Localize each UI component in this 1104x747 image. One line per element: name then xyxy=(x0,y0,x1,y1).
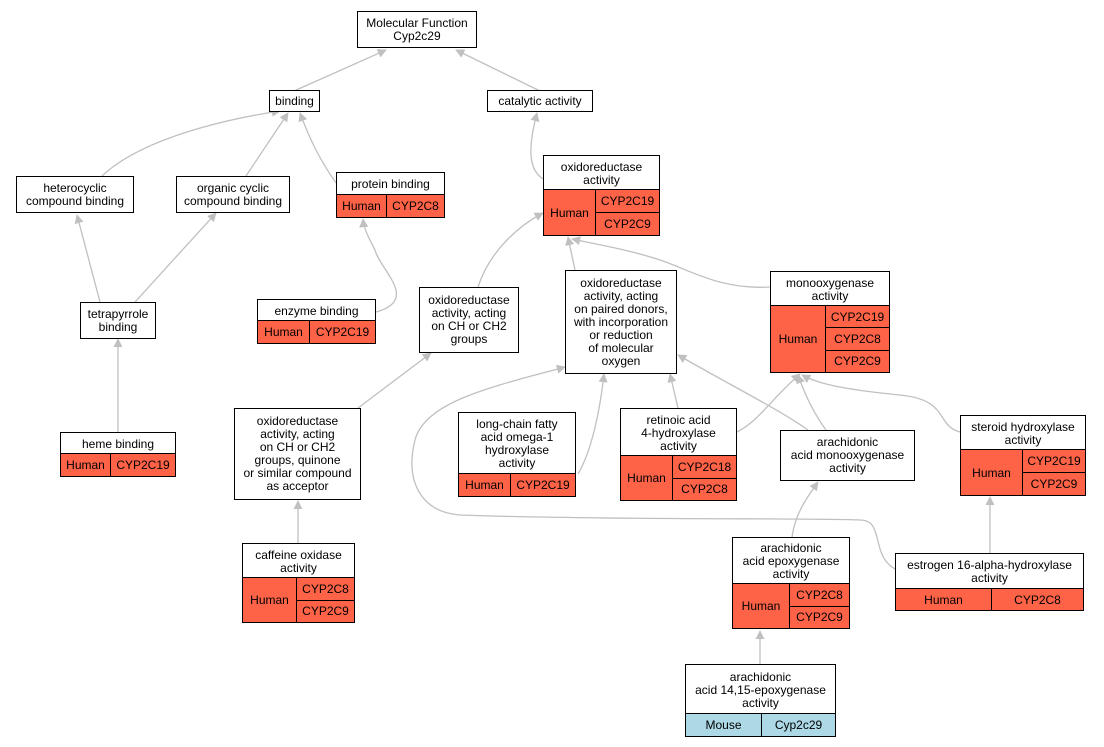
edge-arachmono-oxpaired xyxy=(677,354,809,431)
gene-cell: CYP2C9 xyxy=(826,349,889,372)
species-cell: Human xyxy=(243,578,297,622)
node-protein-binding-label: protein binding xyxy=(351,177,430,191)
species-cell: Human xyxy=(896,589,992,610)
edge-arachepox-arachmono xyxy=(791,481,819,538)
node-oxidoreductase-quinone-label: oxidoreductase activity, acting on CH or… xyxy=(243,414,352,493)
node-organic-cyclic-label: organic cyclic compound binding xyxy=(183,180,283,208)
species-cell: Human xyxy=(337,195,387,217)
node-caffeine-label: caffeine oxidase activity xyxy=(255,547,342,575)
node-steroid-hydroxylase[interactable]: steroid hydroxylase activity Human CYP2C… xyxy=(960,415,1086,496)
node-long-chain-label: long-chain fatty acid omega-1 hydroxylas… xyxy=(476,417,558,470)
gene-cell: CYP2C8 xyxy=(796,587,843,602)
edge-longchain-oxpaired xyxy=(577,373,608,475)
node-estrogen-16-alpha-hydroxylase[interactable]: estrogen 16-alpha-hydroxylase activity H… xyxy=(895,553,1084,611)
edge-retinoic-oxpaired xyxy=(667,373,679,409)
edge-tetrapyrrole-heterocyclic xyxy=(74,214,101,303)
edge-steroid-mono xyxy=(801,374,961,433)
edge-oxpaired-oxidoreductase xyxy=(565,236,576,271)
node-tetrapyrrole-label: tetrapyrrole binding xyxy=(87,306,149,334)
root-node-label: Molecular Function Cyp2c29 xyxy=(366,15,468,43)
gene-cell: CYP2C9 xyxy=(297,599,354,623)
node-heme-binding[interactable]: heme binding Human CYP2C19 xyxy=(60,432,176,477)
node-caffeine-oxidase[interactable]: caffeine oxidase activity Human CYP2C8 C… xyxy=(242,543,355,623)
node-protein-binding[interactable]: protein binding Human CYP2C8 xyxy=(336,172,445,218)
species-cell: Human xyxy=(258,321,310,343)
gene-cell: Cyp2c29 xyxy=(774,718,823,732)
node-heme-binding-label: heme binding xyxy=(81,436,155,451)
gene-cell: CYP2C8 xyxy=(302,581,349,596)
gene-cell: CYP2C19 xyxy=(830,309,885,324)
node-arachidonic-acid-monooxygenase[interactable]: arachidonic acid monooxygenase activity xyxy=(780,430,915,481)
gene-cell: CYP2C8 xyxy=(673,477,736,501)
edge-estrogen-oxpaired xyxy=(411,364,896,570)
node-tetrapyrrole-binding[interactable]: tetrapyrrole binding xyxy=(80,302,156,339)
species-cell: Human xyxy=(61,454,111,476)
node-oxidoreductase-ch-ch2[interactable]: oxidoreductase activity, acting on CH or… xyxy=(419,287,519,353)
species-cell: Human xyxy=(771,306,826,372)
edge-mono-oxidoreductase xyxy=(571,236,771,288)
edge-oxidoreductase-catalytic xyxy=(530,112,546,181)
edge-organiccyclic-binding xyxy=(245,112,289,177)
node-binding[interactable]: binding xyxy=(269,90,320,112)
node-catalytic-activity[interactable]: catalytic activity xyxy=(487,90,593,112)
gene-cell: CYP2C19 xyxy=(600,194,655,208)
node-binding-label: binding xyxy=(275,93,314,108)
species-cell: Mouse xyxy=(686,714,762,736)
node-heterocyclic-compound-binding[interactable]: heterocyclic compound binding xyxy=(16,176,134,213)
species-cell: Human xyxy=(459,474,511,496)
node-arachidonic-acid-14-15-epoxygenase[interactable]: arachidonic acid 14,15-epoxygenase activ… xyxy=(685,664,836,737)
edge-quinone-oxch xyxy=(357,352,432,409)
edge-protein-binding xyxy=(298,112,337,184)
edge-enzyme-protein xyxy=(359,218,398,313)
node-oxidoreductase-quinone[interactable]: oxidoreductase activity, acting on CH or… xyxy=(234,408,361,500)
node-monooxygenase-activity[interactable]: monooxygenase activity Human CYP2C19 CYP… xyxy=(770,271,890,373)
species-cell: Human xyxy=(961,450,1023,495)
gene-cell: CYP2C8 xyxy=(1014,592,1061,607)
node-arachidonic-1415-label: arachidonic acid 14,15-epoxygenase activ… xyxy=(695,669,826,710)
node-estrogen-label: estrogen 16-alpha-hydroxylase activity xyxy=(907,558,1072,585)
node-heterocyclic-label: heterocyclic compound binding xyxy=(25,180,125,208)
node-retinoic-acid-4-hydroxylase[interactable]: retinoic acid 4-hydroxylase activity Hum… xyxy=(620,408,737,501)
root-node[interactable]: Molecular Function Cyp2c29 xyxy=(357,11,477,48)
node-enzyme-binding-label: enzyme binding xyxy=(274,303,359,318)
edge-binding-root xyxy=(293,49,387,92)
node-long-chain-fatty-acid[interactable]: long-chain fatty acid omega-1 hydroxylas… xyxy=(458,412,576,497)
node-steroid-label: steroid hydroxylase activity xyxy=(971,419,1075,447)
node-monooxygenase-label: monooxygenase activity xyxy=(785,275,875,303)
gene-cell: CYP2C19 xyxy=(1027,454,1081,468)
node-oxidoreductase-ch-label: oxidoreductase activity, acting on CH or… xyxy=(428,293,510,346)
node-catalytic-label: catalytic activity xyxy=(498,93,582,108)
gene-cell: CYP2C19 xyxy=(116,458,170,472)
gene-cell: CYP2C9 xyxy=(596,212,659,235)
species-cell: Human xyxy=(621,456,673,500)
gene-cell: CYP2C19 xyxy=(315,325,370,339)
node-enzyme-binding[interactable]: enzyme binding Human CYP2C19 xyxy=(257,299,376,344)
gene-cell: CYP2C8 xyxy=(826,327,889,349)
node-arachidonic-mono-label: arachidonic acid monooxygenase activity xyxy=(790,435,905,475)
node-oxidoreductase-paired-donors[interactable]: oxidoreductase activity, acting on paire… xyxy=(565,270,677,374)
gene-cell: CYP2C9 xyxy=(1023,472,1085,495)
species-cell: Human xyxy=(733,584,790,628)
node-oxidoreductase-paired-label: oxidoreductase activity, acting on paire… xyxy=(573,275,669,368)
edge-tetrapyrrole-organiccyclic xyxy=(134,212,217,303)
edge-oxch-oxidoreductase xyxy=(477,212,544,288)
node-oxidoreductase-activity[interactable]: oxidoreductase activity Human CYP2C19 CY… xyxy=(543,155,660,236)
gene-cell: CYP2C18 xyxy=(677,459,732,474)
gene-cell: CYP2C19 xyxy=(516,478,570,492)
edge-arachmono-mono xyxy=(796,374,827,431)
species-cell: Human xyxy=(544,190,596,235)
node-oxidoreductase-label: oxidoreductase activity xyxy=(560,159,643,187)
edge-heterocyclic-binding xyxy=(101,107,281,177)
node-organic-cyclic-compound-binding[interactable]: organic cyclic compound binding xyxy=(176,176,290,213)
edge-retinoic-mono xyxy=(736,373,801,433)
gene-cell: CYP2C9 xyxy=(790,605,849,629)
node-arachidonic-epox-label: arachidonic acid epoxygenase activity xyxy=(742,541,840,581)
node-arachidonic-acid-epoxygenase[interactable]: arachidonic acid epoxygenase activity Hu… xyxy=(732,537,850,629)
node-retinoic-label: retinoic acid 4-hydroxylase activity xyxy=(641,412,716,453)
edge-catalytic-root xyxy=(455,49,541,92)
gene-cell: CYP2C8 xyxy=(392,199,439,213)
